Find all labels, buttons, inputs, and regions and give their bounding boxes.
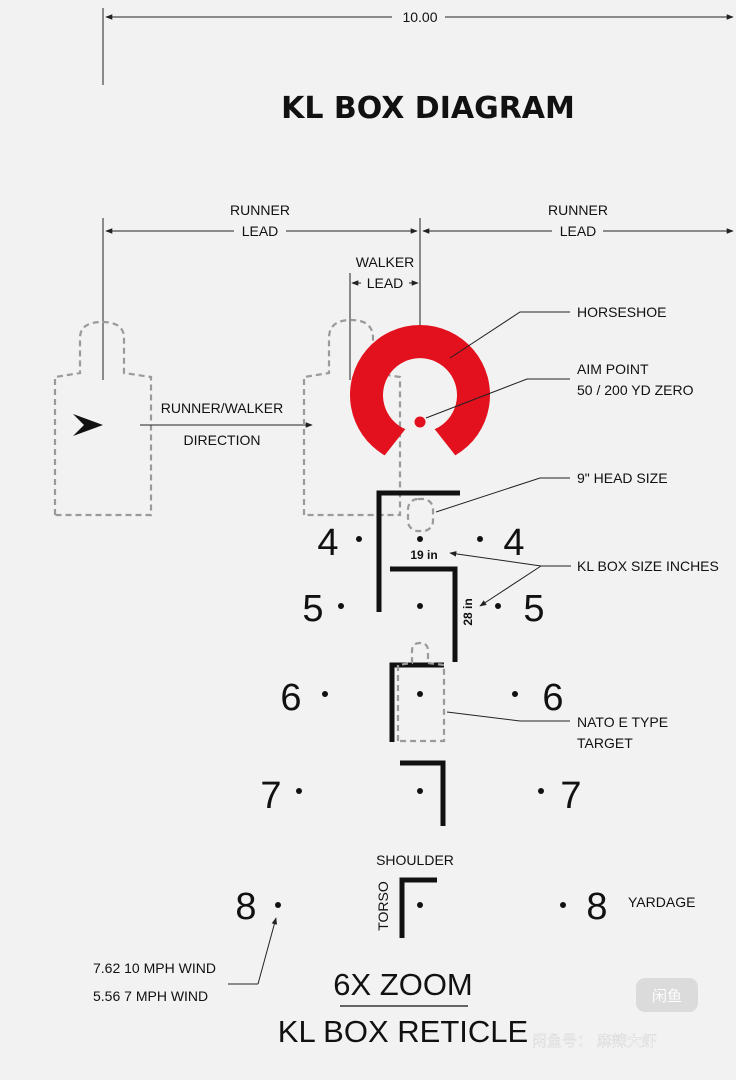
nato-target-callout: NATO E TYPE TARGET: [446, 711, 668, 751]
height-28-label: 28 in: [461, 598, 475, 625]
zoom-title: 6X ZOOM: [333, 967, 473, 1002]
yardage-5-left: 5: [302, 588, 323, 630]
yardage-6-left: 6: [280, 677, 301, 719]
aim-point-dot: [414, 416, 426, 428]
yardage-6-right: 6: [542, 677, 563, 719]
walker-lead-line2: LEAD: [367, 275, 404, 291]
watermark-badge-bg: [636, 978, 698, 1012]
shoulder-label: SHOULDER: [376, 852, 454, 868]
runner-lead-right-line1: RUNNER: [548, 202, 608, 218]
dot-4-left: [356, 536, 362, 542]
horseshoe-icon: [350, 324, 491, 456]
watermark-badge: 闲鱼: [652, 987, 682, 1005]
kl-box-5: [390, 566, 458, 662]
direction-line2: DIRECTION: [184, 432, 261, 448]
aim-point-callout: AIM POINT 50 / 200 YD ZERO: [425, 361, 694, 419]
dot-8-left: [275, 902, 281, 908]
diagram-title: KL BOX DIAGRAM: [281, 91, 575, 126]
box-size-label: KL BOX SIZE INCHES: [577, 558, 719, 574]
dot-8-center: [417, 902, 423, 908]
horseshoe-callout: HORSESHOE: [449, 304, 666, 359]
direction-arrow: RUNNER/WALKER DIRECTION: [140, 400, 313, 448]
aim-point-line2: 50 / 200 YD ZERO: [577, 382, 694, 398]
top-dimension: 10.00: [102, 8, 734, 85]
kl-box-4: [376, 490, 460, 612]
head-size-callout: 9" HEAD SIZE: [435, 470, 668, 513]
dot-6-left: [322, 691, 328, 697]
yardage-7-right: 7: [560, 775, 581, 817]
yardage-8-left: 8: [235, 886, 256, 928]
runner-lead-right-line2: LEAD: [560, 223, 597, 239]
yardage-4-left: 4: [317, 522, 338, 564]
dot-7-left: [296, 788, 302, 794]
watermark: 闲鱼 闲鱼号： 麻辣大虾: [532, 978, 698, 1050]
yardage-5-right: 5: [523, 588, 544, 630]
yardage-7-left: 7: [260, 775, 281, 817]
runner-lead-left-line2: LEAD: [242, 223, 279, 239]
dot-7-center: [417, 788, 423, 794]
dot-7-right: [538, 788, 544, 794]
horseshoe-label: HORSESHOE: [577, 304, 666, 320]
runner-lead-left-line1: RUNNER: [230, 202, 290, 218]
dot-8-right: [560, 902, 566, 908]
nato-target-outline: [396, 641, 446, 743]
yardage-label: YARDAGE: [628, 894, 695, 910]
yardage-8-right: 8: [586, 886, 607, 928]
walker-lead-line1: WALKER: [356, 254, 415, 270]
yardage-4-right: 4: [503, 522, 524, 564]
kl-box-7: [400, 760, 446, 826]
runner-lead-dimensions: RUNNER LEAD RUNNER LEAD: [102, 202, 734, 380]
wind-callout: 7.62 10 MPH WIND 5.56 7 MPH WIND: [93, 917, 278, 1004]
dot-6-center: [417, 691, 423, 697]
torso-label: TORSO: [375, 881, 391, 931]
width-19-label: 19 in: [410, 548, 437, 562]
aim-point-line1: AIM POINT: [577, 361, 649, 377]
head-size-label: 9" HEAD SIZE: [577, 470, 668, 486]
dot-5-left: [338, 603, 344, 609]
kl-box-8: [399, 877, 437, 938]
nato-target-line1: NATO E TYPE: [577, 714, 668, 730]
direction-chevron-icon: [73, 414, 103, 436]
kl-box-6: [389, 662, 444, 742]
nato-target-line2: TARGET: [577, 735, 633, 751]
wind-556-label: 5.56 7 MPH WIND: [93, 988, 208, 1004]
dot-5-right: [495, 603, 501, 609]
dot-5-center: [417, 603, 423, 609]
walker-silhouette: [302, 318, 402, 517]
walker-lead-dimension: WALKER LEAD: [349, 254, 419, 380]
box-size-callout: KL BOX SIZE INCHES: [449, 551, 719, 607]
reticle-title: KL BOX RETICLE: [278, 1014, 528, 1049]
top-dimension-label: 10.00: [402, 9, 437, 25]
direction-line1: RUNNER/WALKER: [161, 400, 283, 416]
wind-762-label: 7.62 10 MPH WIND: [93, 960, 216, 976]
dot-6-right: [512, 691, 518, 697]
watermark-text: 闲鱼号： 麻辣大虾: [532, 1032, 657, 1050]
reticle-dots: [275, 536, 566, 908]
dot-4-center: [417, 536, 423, 542]
dot-4-right: [477, 536, 483, 542]
runner-silhouette: [53, 320, 153, 517]
head-size-outline: [406, 497, 435, 533]
